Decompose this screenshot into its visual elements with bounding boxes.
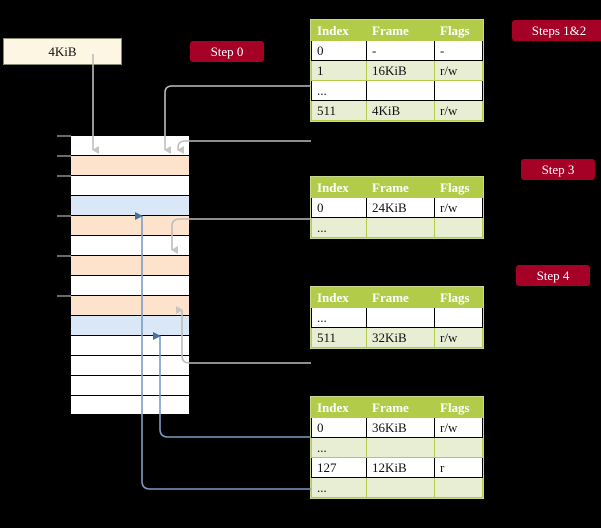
column-header-frame: Frame (366, 20, 435, 41)
table-cell-frame: 36KiB (366, 417, 435, 438)
memory-row[interactable] (57, 255, 190, 275)
column-header-frame: Frame (366, 287, 435, 308)
badge-step-3: Step 3 (521, 159, 595, 180)
table-cell-frame: - (366, 40, 435, 61)
table-cell-frame: 4KiB (366, 100, 435, 121)
badge-step-0: Step 0 (190, 41, 264, 62)
table-cell-index: 511 (311, 327, 367, 348)
wire-t1-row511-to-mem (177, 140, 311, 154)
column-header-frame: Frame (366, 177, 435, 198)
table-cell-flags: r/w (434, 417, 483, 438)
table-cell-index: ... (311, 80, 367, 101)
table-cell-index: ... (311, 477, 367, 498)
table-cell-frame: 24KiB (366, 197, 435, 218)
memory-row[interactable] (70, 395, 190, 415)
table-cell-flags (434, 437, 483, 458)
table-cell-frame (366, 307, 435, 328)
source-frame-label: 4KiB (48, 44, 77, 59)
table-cell-flags (434, 80, 483, 101)
memory-row-tick (57, 175, 71, 177)
memory-row[interactable] (57, 175, 190, 195)
memory-row[interactable] (57, 215, 190, 235)
column-header-flags: Flags (434, 397, 483, 418)
table-cell-index: ... (311, 217, 367, 238)
wire-t3-row511-to-mem (176, 306, 311, 364)
table-cell-flags: - (434, 40, 483, 61)
table-cell-flags (434, 307, 483, 328)
table-cell-frame: 12KiB (366, 457, 435, 478)
table-cell-frame (366, 437, 435, 458)
memory-row-tick (57, 215, 71, 217)
memory-row[interactable] (70, 235, 190, 255)
table-cell-index: ... (311, 307, 367, 328)
memory-row[interactable] (70, 375, 190, 395)
source-frame-box: 4KiB (3, 38, 122, 65)
table-cell-flags: r/w (434, 327, 483, 348)
column-header-frame: Frame (366, 397, 435, 418)
table-cell-frame (366, 477, 435, 498)
memory-row-tick (57, 295, 71, 297)
memory-row[interactable] (57, 295, 190, 315)
table-cell-flags (434, 217, 483, 238)
memory-row[interactable] (70, 195, 190, 215)
table-cell-frame (366, 80, 435, 101)
table-cell-index: ... (311, 437, 367, 458)
wire-t2-row0-to-mem (171, 218, 311, 254)
table-row[interactable]: ... (311, 80, 483, 101)
table-row[interactable]: ... (311, 477, 483, 498)
memory-column (57, 135, 190, 415)
column-header-flags: Flags (434, 20, 483, 41)
memory-row[interactable] (57, 135, 190, 155)
badge-steps-1-and-2: Steps 1&2 (512, 20, 601, 41)
table-cell-index: 0 (311, 417, 367, 438)
table-cell-flags: r/w (434, 100, 483, 121)
table-cell-flags: r (434, 457, 483, 478)
badge-step-4: Step 4 (516, 265, 590, 286)
memory-row-tick (57, 135, 71, 137)
column-header-flags: Flags (434, 177, 483, 198)
memory-row[interactable] (70, 275, 190, 295)
column-header-index: Index (311, 20, 367, 41)
table-row[interactable]: ... (311, 217, 483, 238)
table-row[interactable]: ... (311, 307, 483, 328)
memory-row[interactable] (70, 315, 190, 335)
table-cell-flags: r/w (434, 197, 483, 218)
column-header-index: Index (311, 177, 367, 198)
table-cell-frame (366, 217, 435, 238)
table-cell-index: 127 (311, 457, 367, 478)
table-cell-frame: 32KiB (366, 327, 435, 348)
memory-row-tick (57, 255, 71, 257)
memory-row[interactable] (57, 155, 190, 175)
table-cell-flags: r/w (434, 60, 483, 81)
memory-row[interactable] (70, 355, 190, 375)
column-header-flags: Flags (434, 287, 483, 308)
table-cell-index: 1 (311, 60, 367, 81)
table-cell-flags (434, 477, 483, 498)
table-cell-index: 0 (311, 197, 367, 218)
memory-row[interactable] (70, 335, 190, 355)
table-cell-index: 0 (311, 40, 367, 61)
memory-row-tick (57, 155, 71, 157)
table-cell-index: 511 (311, 100, 367, 121)
table-row[interactable]: 0-- (311, 40, 483, 61)
table-cell-frame: 16KiB (366, 60, 435, 81)
column-header-index: Index (311, 287, 367, 308)
column-header-index: Index (311, 397, 367, 418)
table-row[interactable]: ... (311, 437, 483, 458)
